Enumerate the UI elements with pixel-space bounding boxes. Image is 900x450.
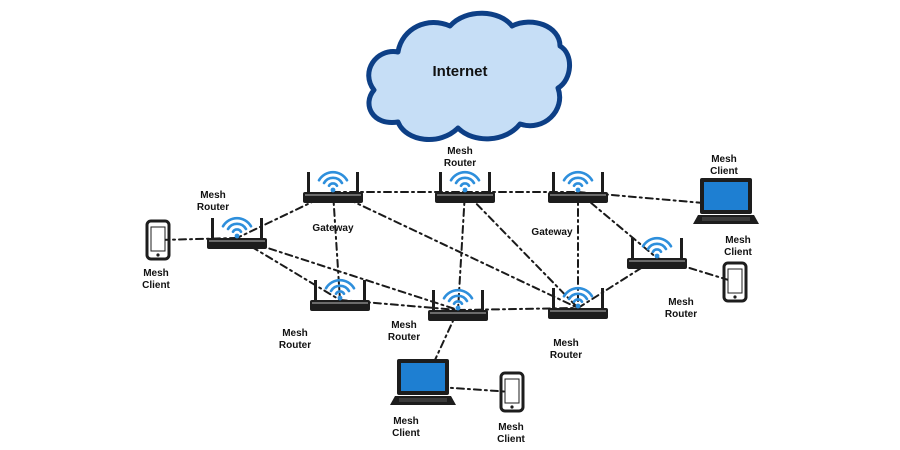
smartphone-icon — [722, 261, 748, 303]
client-label-c-phone-right-line-2: Client — [724, 247, 752, 258]
wifi-router-icon — [548, 170, 608, 203]
client-label-c-phone-bottom-line-2: Client — [497, 434, 525, 445]
router-r-top-center — [435, 170, 495, 203]
router-label-r-bottom-left-line-1: Mesh — [282, 328, 308, 339]
link-r-bottom-center-to-r-bottom-right — [457, 307, 579, 311]
router-r-bottom-left — [310, 278, 370, 311]
client-c-laptop-bottom — [390, 359, 456, 405]
link-c-laptop-bottom-to-c-phone-bottom — [422, 385, 513, 393]
client-c-phone-bottom — [499, 371, 525, 413]
router-r-bottom-right — [548, 286, 608, 319]
router-label-r-bottom-right-line-2: Router — [550, 350, 582, 361]
router-label-r-right-line-1: Mesh — [668, 297, 694, 308]
router-label-r-top-center-line-2: Router — [444, 158, 476, 169]
cloud-label: Internet — [432, 63, 487, 80]
client-label-c-phone-right-line-1: Mesh — [725, 235, 751, 246]
link-r-bottom-right-to-r-right — [577, 257, 658, 309]
laptop-icon — [693, 178, 759, 224]
link-r-left-to-r-bottom-center — [236, 237, 459, 311]
client-label-c-phone-bottom-line-1: Mesh — [498, 422, 524, 433]
router-label-r-bottom-left-line-2: Router — [279, 340, 311, 351]
client-label-c-phone-left-line-1: Mesh — [143, 268, 169, 279]
client-c-phone-left — [145, 219, 171, 261]
router-label-r-bottom-center-line-2: Router — [388, 332, 420, 343]
link-r-top-center-to-r-bottom-right — [464, 191, 579, 309]
client-label-c-laptop-bottom-line-1: Mesh — [393, 416, 419, 427]
router-r-right — [627, 236, 687, 269]
internet-cloud: Internet — [366, 10, 572, 142]
client-label-c-phone-left-line-2: Client — [142, 280, 170, 291]
nodes-layer: MeshRouterMeshRouterMeshRouterMeshRouter… — [142, 146, 759, 445]
gateway-label-left: Gateway — [312, 223, 354, 234]
client-label-c-laptop-top-right-line-2: Client — [710, 166, 738, 177]
router-label-r-bottom-right-line-1: Mesh — [553, 338, 579, 349]
client-label-c-laptop-bottom-line-2: Client — [392, 428, 420, 439]
router-r-gateway-right — [548, 170, 608, 203]
client-c-phone-right — [722, 261, 748, 303]
wifi-router-icon — [428, 288, 488, 321]
router-label-r-left-line-1: Mesh — [200, 190, 226, 201]
laptop-icon — [390, 359, 456, 405]
router-label-r-right-line-2: Router — [665, 309, 697, 320]
gateway-label-right: Gateway — [531, 227, 573, 238]
router-label-r-top-center-line-1: Mesh — [447, 146, 473, 157]
client-c-laptop-top-right — [693, 178, 759, 224]
cloud-shape — [366, 10, 572, 142]
wifi-router-icon — [207, 216, 267, 249]
router-r-gateway-left — [303, 170, 363, 203]
client-label-c-laptop-top-right-line-1: Mesh — [711, 154, 737, 165]
router-label-r-bottom-center-line-1: Mesh — [391, 320, 417, 331]
wifi-router-icon — [310, 278, 370, 311]
wifi-router-icon — [435, 170, 495, 203]
smartphone-icon — [499, 371, 525, 413]
wifi-router-icon — [627, 236, 687, 269]
router-r-left — [207, 216, 267, 249]
wifi-router-icon — [548, 286, 608, 319]
router-label-r-left-line-2: Router — [197, 202, 229, 213]
link-r-gateway-left-to-r-bottom-left — [332, 191, 341, 301]
router-r-bottom-center — [428, 288, 488, 321]
link-r-gateway-left-to-r-bottom-right — [332, 191, 579, 309]
smartphone-icon — [145, 219, 171, 261]
wifi-router-icon — [303, 170, 363, 203]
